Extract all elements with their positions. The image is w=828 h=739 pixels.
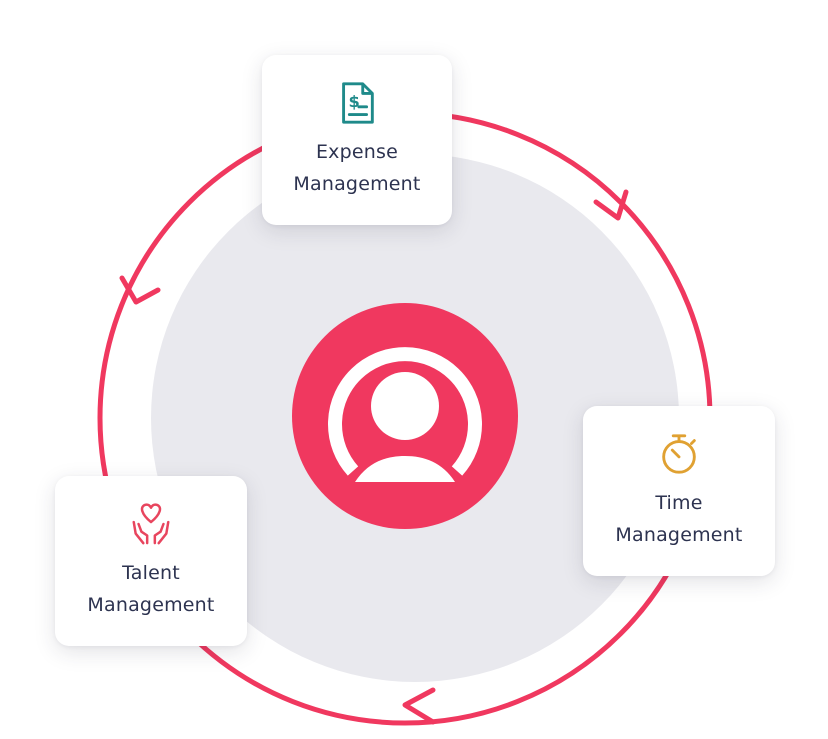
svg-text:$: $ [348, 92, 359, 111]
time-management-card[interactable]: Time Management [583, 406, 775, 576]
talent-management-label: Talent Management [87, 557, 214, 621]
hands-heart-icon [132, 503, 170, 545]
expense-label-line1: Expense [315, 141, 398, 163]
invoice-dollar-icon: $ [342, 82, 374, 124]
talent-label-line1: Talent [122, 562, 180, 584]
stopwatch-icon [662, 434, 696, 474]
expense-management-card[interactable]: $ Expense Management [262, 55, 452, 225]
arrow-clockwise-left [119, 275, 161, 305]
expense-management-label: Expense Management [293, 136, 420, 200]
time-label-line2: Management [615, 524, 743, 546]
arrow-clockwise-top-right [593, 189, 629, 221]
arrow-clockwise-bottom [402, 687, 436, 725]
expense-label-line2: Management [293, 173, 421, 195]
user-avatar-icon [292, 303, 518, 529]
time-management-label: Time Management [615, 487, 742, 551]
time-label-line1: Time [655, 492, 703, 514]
talent-management-card[interactable]: Talent Management [55, 476, 247, 646]
talent-label-line2: Management [87, 594, 215, 616]
